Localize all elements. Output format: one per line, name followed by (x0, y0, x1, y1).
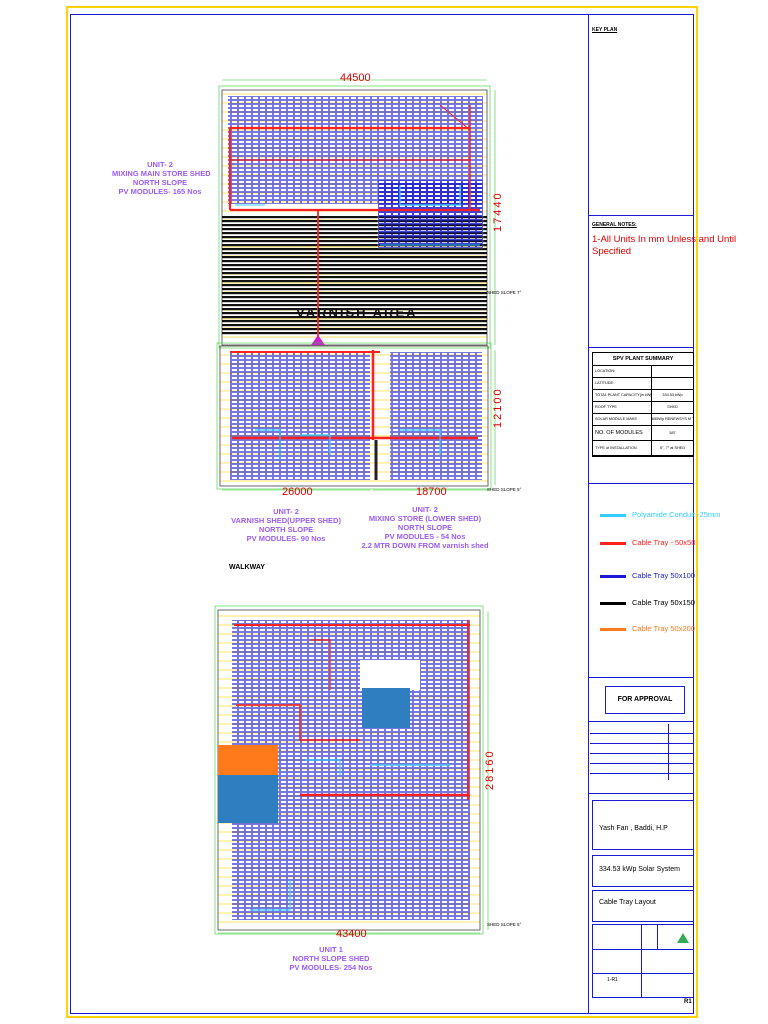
system-name: 334.53 kWp Solar System (599, 866, 680, 873)
summary-row: TYPE of INSTALLATION 5°, 7° at SHED (593, 441, 693, 456)
summary-row: ROOF TYPE SHED (593, 402, 693, 414)
sheet-number: 1-R1 (607, 977, 618, 983)
legend-swatch (600, 575, 626, 578)
mid-slope-label: SHED SLOPE 5° (487, 487, 522, 492)
company-logo-icon (677, 933, 689, 943)
bottom-width-dim: 43400 (336, 928, 367, 940)
client-name: Yash Fan , Baddi, H.P (599, 825, 668, 832)
revision-number: R1 (684, 999, 692, 1005)
mid-right-label: UNIT- 2 MIXING STORE (LOWER SHED) NORTH … (361, 505, 489, 550)
summary-row: TOTAL PLANT CAPACITY(in kWp) 334.53 kWp (593, 390, 693, 402)
drawing-info-block: 1-R1 (592, 924, 694, 998)
top-slope-label: SHED SLOPE 7° (487, 290, 522, 295)
legend-label: Cable Tray 50x200 (632, 624, 695, 633)
plant-summary-table: SPV PLANT SUMMARY LOCATION:LATITUDE:TOTA… (592, 352, 694, 457)
summary-value (652, 378, 693, 389)
mid-left-dim: 26000 (282, 486, 313, 498)
walkway-label: WALKWAY (229, 564, 265, 571)
drawing-title-box: Cable Tray Layout (592, 890, 694, 922)
revision-table (590, 724, 694, 784)
mid-height-dim: 12100 (492, 387, 504, 428)
top-height-dim: 17440 (492, 191, 504, 232)
varnish-area-label: VARNISH AREA (296, 305, 418, 320)
legend-label: Polyamide Conduit -25mm (632, 510, 721, 519)
legend-swatch (600, 514, 626, 517)
legend-label: Cable Tray 50x100 (632, 571, 695, 580)
legend-swatch (600, 628, 626, 631)
mid-left-label: UNIT- 2 VARNISH SHED(UPPER SHED) NORTH S… (231, 507, 341, 543)
summary-label: SOLAR MODULE MAKE (593, 414, 652, 425)
summary-label: TYPE of INSTALLATION (593, 441, 652, 455)
summary-value (652, 366, 693, 377)
outer-border (66, 6, 698, 1018)
bottom-roof-plan (214, 605, 484, 935)
key-plan-title: KEY PLAN (592, 27, 618, 33)
mid-right-dim: 18700 (416, 486, 447, 498)
title-block (588, 14, 694, 1014)
summary-label: ROOF TYPE (593, 402, 652, 413)
approval-box: FOR APPROVAL (605, 686, 685, 714)
client-box: Yash Fan , Baddi, H.P (592, 800, 694, 850)
summary-value: SHED (667, 405, 678, 409)
summary-title: SPV PLANT SUMMARY (593, 353, 693, 366)
summary-value: 334.53 kWp (662, 393, 683, 397)
legend-label: Cable Tray - 50x50 (632, 538, 696, 547)
drawing-title: Cable Tray Layout (599, 899, 656, 906)
bottom-height-dim: 28160 (484, 749, 496, 790)
summary-row: NO. OF MODULES 587 (593, 426, 693, 441)
top-width-dim: 44500 (340, 72, 371, 84)
general-notes-text: 1-All Units In mm Unless and Until Speci… (592, 234, 737, 257)
system-box: 334.53 kWp Solar System (592, 855, 694, 887)
top-roof-plan (218, 85, 491, 349)
legend-swatch (600, 602, 626, 605)
general-notes-title: GENERAL NOTES: (592, 222, 637, 228)
middle-roof-plans (216, 342, 492, 490)
top-plan-label: UNIT- 2 MIXING MAIN STORE SHED NORTH SLO… (112, 160, 211, 196)
summary-value: 655Wp RENEWSYS M TYPE (652, 417, 693, 421)
inner-border (70, 14, 694, 1014)
summary-value: 5°, 7° at SHED (659, 446, 686, 450)
summary-label: LATITUDE: (593, 378, 652, 389)
bottom-plan-label: UNIT 1 NORTH SLOPE SHED PV MODULES- 254 … (289, 945, 373, 972)
legend-swatch (600, 542, 626, 545)
summary-row: LATITUDE: (593, 378, 693, 390)
summary-value: 587 (669, 431, 676, 435)
summary-label: LOCATION: (593, 366, 652, 377)
summary-label: TOTAL PLANT CAPACITY(in kWp) (593, 390, 652, 401)
legend-label: Cable Tray 50x150 (632, 598, 695, 607)
dimension-lines (218, 79, 496, 934)
summary-label: NO. OF MODULES (593, 426, 652, 440)
summary-row: LOCATION: (593, 366, 693, 378)
bottom-slope-label: SHED SLOPE 5° (487, 922, 522, 927)
